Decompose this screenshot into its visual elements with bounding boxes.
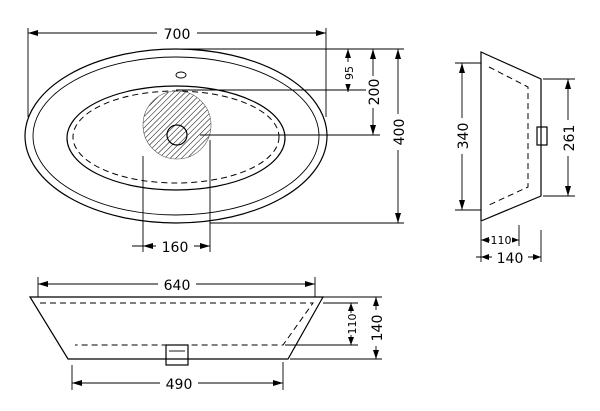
overflow-hole [175,71,187,79]
dim-label-490: 490 [166,377,193,393]
dim-label-140-side: 140 [497,251,524,267]
dim-label-200: 200 [367,79,383,106]
dim-label-400: 400 [392,119,408,146]
side-body [480,51,542,222]
dim-label-160: 160 [162,240,189,256]
front-drain [165,344,189,366]
side-drain [536,126,548,146]
dim-label-340: 340 [456,123,472,150]
front-body [28,296,325,360]
dim-label-95: 95 [343,66,356,80]
side-view: 340 261 110 140 [455,51,578,267]
side-hidden-bowl [488,66,529,206]
dim-label-140-front: 140 [370,315,386,342]
dim-label-110-front: 110 [346,314,359,335]
front-view: 640 490 110 140 [28,276,386,393]
dim-label-261: 261 [562,125,578,152]
basin-inner-rim [32,56,320,216]
front-hidden-bowl [40,302,314,346]
dim-label-700: 700 [164,27,191,43]
dim-label-640: 640 [164,278,191,294]
top-view: 700 400 200 95 160 [24,24,408,256]
basin-bowl-edge [66,85,286,191]
drain-hole [166,124,188,146]
dim-label-110-side: 110 [491,234,512,247]
